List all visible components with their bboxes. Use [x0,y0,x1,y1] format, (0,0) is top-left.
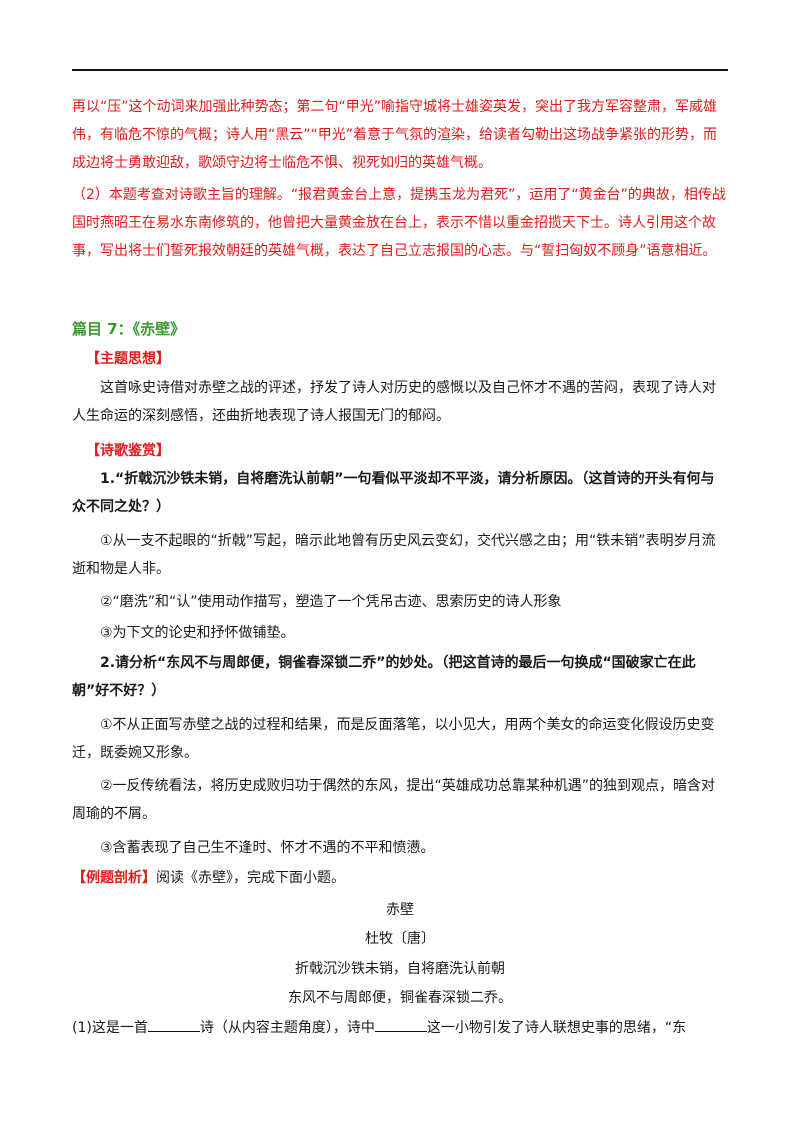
q2-answer-1: ①不从正面写赤壁之战的过程和结果，而是反面落笔，以小见大，用两个美女的命运变化假… [72,717,715,761]
example-heading: 【例题剖析】阅读《赤壁》，完成下面小题。 [72,864,728,892]
header-rule [72,69,728,71]
q1-answer-1: ①从一支不起眼的“折戟”写起，暗示此地曾有历史风云变幻，交代兴感之由；用“铁未销… [72,533,716,577]
q1-answer-2: ②“磨洗”和“认”使用动作描写，塑造了一个凭吊古迹、思索历史的诗人形象 [100,594,562,610]
answer-blank-2[interactable] [374,1017,427,1032]
example-text: 阅读《赤壁》，完成下面小题。 [156,870,345,886]
answer-blank-1[interactable] [147,1017,200,1032]
q2-answer-2: ②一反传统看法，将历史成败归功于偶然的东风，提出“英雄成功总靠某种机遇”的独到观… [72,778,716,822]
example-label: 【例题剖析】 [72,870,156,886]
question-2: 2.请分析“东风不与周郎便，铜雀春深锁二乔”的妙处。（把这首诗的最后一句换成“国… [72,655,696,699]
poem-author: 杜牧〔唐〕 [365,931,435,947]
question-fill-blank: (1)这是一首诗（从内容主题角度），诗中这一小物引发了诗人联想史事的思绪，“东 [72,1014,728,1042]
section-title: 篇目 7：《赤壁》 [72,320,186,338]
theme-text: 这首咏史诗借对赤壁之战的评述，抒发了诗人对历史的感慨以及自己怀才不遇的苦闷，表现… [72,380,716,424]
poem-line-2: 东风不与周郎便，铜雀春深锁二乔。 [288,990,512,1006]
poem-title: 赤壁 [386,902,414,918]
q2-answer-3: ③含蓄表现了自己生不逢时、怀才不遇的不平和愤懑。 [100,840,435,856]
q1-answer-3: ③为下文的论史和抒怀做铺垫。 [100,625,295,641]
appreciation-label: 【诗歌鉴赏】 [86,443,170,459]
answer-paragraph-1: 再以“压”这个动词来加强此种势态；第二句“甲光”喻指守城将士雄姿英发，突出了我方… [72,99,718,171]
theme-label: 【主题思想】 [86,351,170,367]
answer-paragraph-2: （2）本题考查对诗歌主旨的理解。“报君黄金台上意，提携玉龙为君死”，运用了“黄金… [72,187,726,259]
question-1: 1.“折戟沉沙铁未销，自将磨洗认前朝”一句看似平淡却不平淡，请分析原因。（这首诗… [72,471,715,515]
poem-line-1: 折戟沉沙铁未销，自将磨洗认前朝 [295,961,505,977]
